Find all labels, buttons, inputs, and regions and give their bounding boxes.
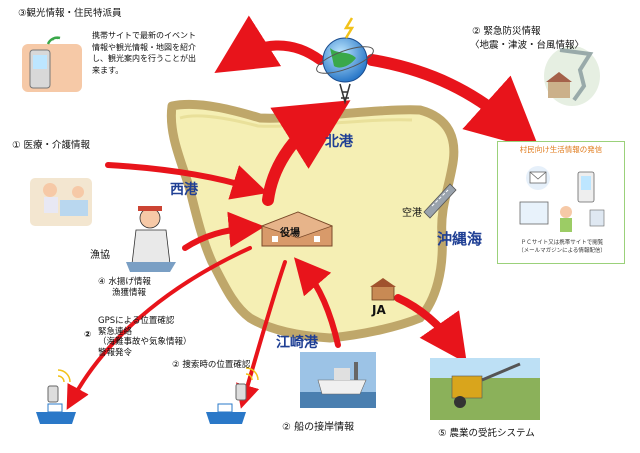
gps-block-line: 警報発令	[98, 347, 133, 358]
arrow-office-to-boat-mid	[236, 260, 287, 409]
catch-info-line: 漁獲情報	[112, 287, 147, 298]
info-flow-arrows	[66, 15, 540, 410]
sightseeing-desc-line: 情報や観光情報・地図を紹介	[92, 42, 196, 52]
arrow-antenna-to-service	[366, 54, 540, 151]
barn-icon	[370, 278, 396, 301]
west-port-label: 西港	[170, 182, 198, 198]
phone-hand-icon	[22, 36, 82, 92]
ja-label: JA	[372, 303, 386, 317]
arrow-medical-to-office	[105, 162, 269, 200]
disaster-title: ② 緊急防災情報	[472, 26, 541, 37]
catch-info: ④ 水揚げ情報 漁獲情報	[98, 277, 151, 298]
arrow-office-to-antenna	[262, 100, 351, 206]
disaster-sub: 〈地震・津波・台風情報〉	[470, 40, 585, 51]
sightseeing-desc: 携帯サイトで最新のイベント 情報や観光情報・地図を紹介 し、観光案内を行うことが…	[92, 30, 196, 76]
sightseeing-desc-line: し、観光案内を行うことが出	[92, 54, 196, 64]
boat-signal-icon	[36, 369, 76, 424]
okinawa-sea-label: 沖縄海	[437, 230, 483, 248]
runway-icon	[423, 183, 457, 219]
sightseeing-desc-line: 携帯サイトで最新のイベント	[92, 31, 196, 40]
arrow-antenna-to-sightseeing	[214, 15, 325, 74]
airport-label: 空港	[402, 208, 422, 219]
service-title: 村民向け生活情報の発信	[519, 145, 603, 154]
medical-label: ① 医療・介護情報	[12, 140, 91, 151]
arrow-ship-to-office	[294, 257, 341, 348]
ship-icon	[300, 352, 376, 408]
esaki-port-label: 江崎港	[276, 335, 318, 351]
tornado-house-icon	[544, 46, 600, 106]
arrow-office-to-boat-left	[66, 246, 252, 410]
sightseeing-title: ③観光情報・住民特派員	[18, 8, 122, 19]
arrow-fishery-to-office	[182, 211, 265, 251]
fisherman-icon	[126, 206, 176, 272]
fishery-label: 漁協	[90, 250, 110, 261]
north-port-label: 北港	[325, 134, 353, 150]
harvester-icon	[430, 358, 540, 420]
search-position-label: ② 捜索時の位置確認	[172, 360, 251, 370]
arrow-ja-to-agri	[394, 294, 467, 364]
sightseeing-desc-line: 来ます。	[92, 65, 124, 75]
nurse-care-icon	[30, 178, 92, 226]
gps-block-line: 緊急連絡	[98, 326, 133, 337]
boat-signal-icon	[206, 367, 259, 424]
gps-block-line: GPSによる位置確認	[98, 316, 175, 326]
antenna-globe-icon	[316, 17, 374, 105]
ship-docking-label: ② 船の接岸情報	[282, 422, 355, 433]
service-box: 村民向け生活情報の発信 ＰＣサイト又は携帯サイトで閲覧 （メールマガジンによる情…	[497, 141, 625, 264]
catch-info-line: ④ 水揚げ情報	[98, 277, 151, 287]
gps-block-line: （海難事故や気象情報）	[98, 337, 192, 348]
service-note-line: （メールマガジンによる情報配信）	[518, 247, 606, 254]
service-note: ＰＣサイト又は携帯サイトで閲覧 （メールマガジンによる情報配信）	[502, 240, 622, 255]
service-note-line: ＰＣサイト又は携帯サイトで閲覧	[520, 240, 604, 246]
gps-block: GPSによる位置確認 緊急連絡 （海難事故や気象情報） 警報発令	[98, 316, 192, 359]
computer-mail-icon	[519, 166, 605, 232]
office-building-icon	[260, 211, 334, 247]
village-office-label: 役場	[280, 228, 300, 239]
agri-label: ⑤ 農業の受託システム	[438, 428, 535, 439]
gps-num: ②	[84, 330, 92, 340]
